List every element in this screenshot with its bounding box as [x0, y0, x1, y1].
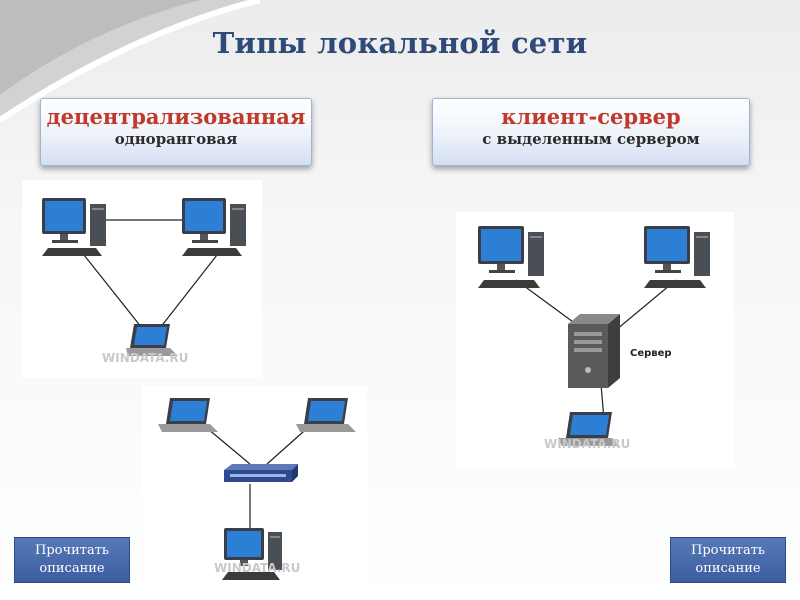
watermark: WINDATA.RU: [102, 351, 188, 365]
read-description-button-left[interactable]: Прочитать описание: [14, 537, 130, 583]
desktop-computer-icon: [182, 198, 246, 256]
laptop-icon: [126, 324, 178, 356]
client-server-type-box: клиент-сервер с выделенным сервером: [432, 98, 750, 166]
read-description-button-right[interactable]: Прочитать описание: [670, 537, 786, 583]
laptop-icon: [158, 398, 218, 432]
watermark: WINDATA.RU: [214, 561, 300, 575]
server-tower-icon: [568, 314, 620, 388]
peer-network-diagram: WINDATA.RU: [22, 180, 262, 378]
client-server-type-subtitle: с выделенным сервером: [482, 130, 700, 148]
desktop-computer-icon: [42, 198, 106, 256]
laptop-icon: [558, 412, 620, 446]
client-server-diagram: Сервер WINDATA.RU: [456, 212, 734, 468]
desktop-computer-icon: [222, 528, 282, 580]
peer-type-subtitle: одноранговая: [114, 130, 238, 148]
switch-network-diagram: WINDATA.RU: [142, 386, 367, 586]
desktop-computer-icon: [478, 226, 544, 288]
client-server-type-title: клиент-сервер: [501, 104, 681, 129]
desktop-computer-icon: [644, 226, 710, 288]
peer-to-peer-type-box: децентрализованная одноранговая: [40, 98, 312, 166]
watermark: WINDATA.RU: [544, 437, 630, 451]
page-title: Типы локальной сети: [212, 26, 588, 60]
peer-type-title: децентрализованная: [46, 104, 306, 129]
network-switch-icon: [224, 464, 298, 482]
server-label: Сервер: [630, 348, 672, 359]
laptop-icon: [296, 398, 356, 432]
